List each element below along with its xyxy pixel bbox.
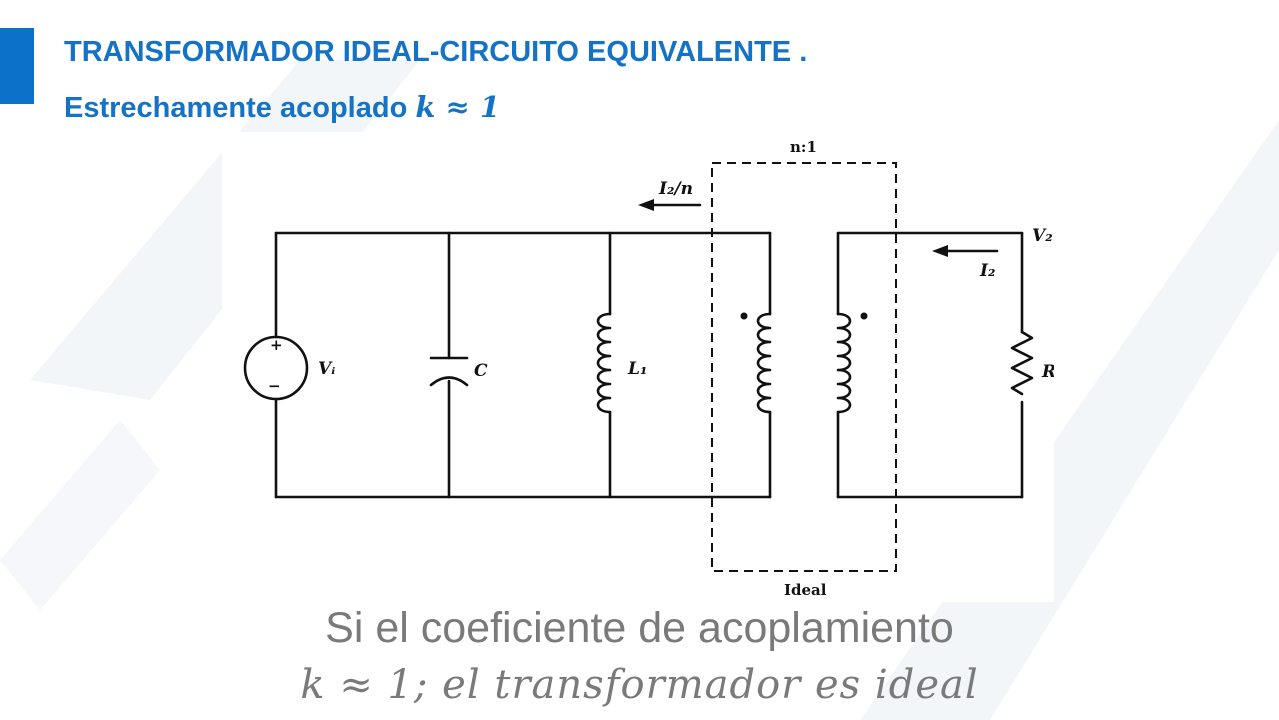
capacitor-plate-bottom — [429, 376, 469, 387]
source-minus-sign: − — [268, 377, 281, 395]
load-resistor — [1010, 330, 1034, 396]
subtitle-math: k ≈ 1 — [415, 90, 501, 124]
polarity-dot-secondary — [860, 312, 868, 320]
load-label: R_L — [1041, 362, 1054, 382]
arrowhead-primary — [638, 199, 654, 211]
source-plus-sign: + — [270, 336, 283, 354]
current-primary-label: I₂/n — [658, 179, 693, 199]
arrowhead-secondary — [932, 245, 948, 257]
ratio-label: n:1 — [790, 138, 817, 156]
subtitle-text: Estrechamente acoplado — [64, 92, 416, 124]
accent-bar — [0, 28, 34, 104]
slide-subtitle: Estrechamente acoplado k ≈ 1 — [64, 90, 500, 125]
polarity-dot-primary — [740, 312, 748, 320]
inductor-label: L₁ — [627, 359, 647, 379]
capacitor-label: C — [474, 361, 488, 381]
primary-winding-coil — [756, 312, 772, 414]
ideal-label: Ideal — [784, 581, 827, 599]
caption-line-2: k ≈ 1; el transformador es ideal — [300, 662, 979, 708]
current-secondary-label: I₂ — [979, 261, 995, 281]
voltage-out-label: V₂ — [1032, 226, 1053, 246]
inductor-l1-coil — [596, 312, 612, 414]
slide-title: TRANSFORMADOR IDEAL-CIRCUITO EQUIVALENTE… — [64, 36, 808, 68]
circuit-diagram: + − n:1 I₂/n Vᵢ C L₁ V₂ I₂ R_L Ideal — [222, 132, 1054, 602]
voltage-source-label: Vᵢ — [318, 359, 335, 379]
secondary-winding-coil — [836, 312, 852, 414]
caption-line-1: Si el coeficiente de acoplamiento — [325, 604, 954, 652]
ideal-transformer-box — [711, 162, 897, 572]
voltage-source — [243, 335, 309, 401]
